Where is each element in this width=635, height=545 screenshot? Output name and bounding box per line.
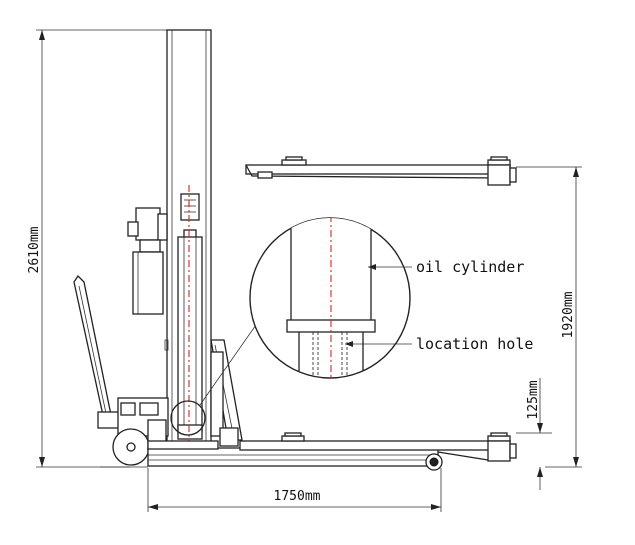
detail-leader-line	[199, 321, 259, 406]
location-hole-callout: location hole	[345, 335, 533, 353]
oil-cylinder-callout: oil cylinder	[368, 258, 524, 276]
lower-arm	[239, 432, 517, 462]
base-length-label: 1750mm	[274, 489, 321, 504]
detail-marker-circle	[170, 400, 206, 436]
oil-cylinder-label: oil cylinder	[416, 258, 524, 276]
location-hole-label: location hole	[416, 335, 533, 353]
low-height-label: 125mm	[526, 380, 541, 419]
arm-height-dimension: 1920mm	[516, 166, 582, 468]
base-frame	[147, 440, 443, 471]
low-height-dimension: 125mm	[516, 378, 552, 490]
column-cylinder	[177, 193, 203, 440]
pump-handle	[73, 274, 121, 429]
detail-view	[249, 217, 411, 379]
hydraulic-power-unit	[127, 207, 168, 315]
base-length-dimension: 1750mm	[147, 468, 442, 512]
total-height-label: 2610mm	[27, 226, 42, 273]
total-height-dimension: 2610mm	[27, 29, 205, 468]
support-brace	[210, 339, 243, 447]
arm-height-label: 1920mm	[561, 291, 576, 338]
upper-arm	[245, 156, 517, 186]
